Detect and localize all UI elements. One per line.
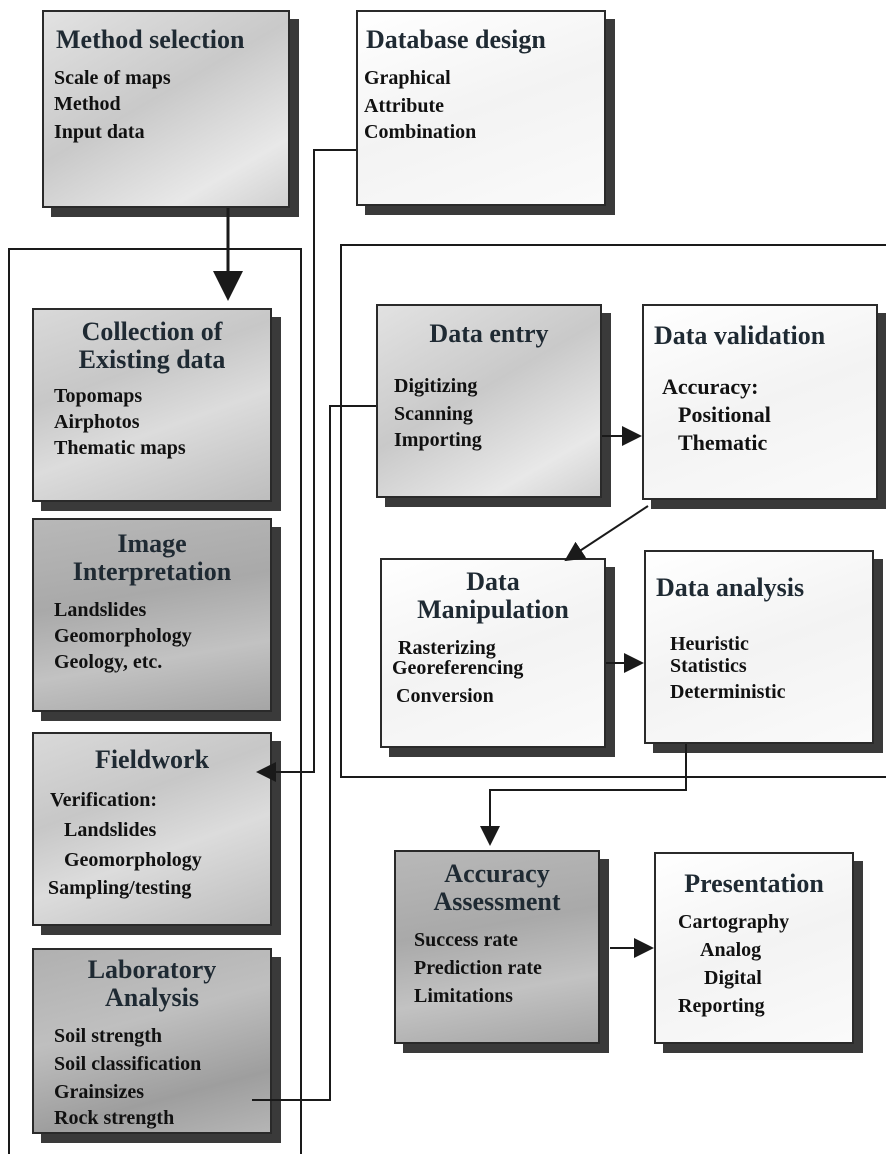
box-line: Deterministic (670, 681, 786, 703)
box-line: Limitations (414, 985, 513, 1007)
box-line: Scale of maps (54, 67, 171, 89)
box-line: Digitizing (394, 375, 478, 397)
box-title: Image (117, 529, 187, 558)
box-title: Fieldwork (94, 745, 210, 774)
box-line: Positional (678, 402, 771, 427)
box-line: Heuristic (670, 633, 749, 655)
arrow-database-to-fieldwork (256, 149, 356, 782)
box-line: Method (54, 93, 121, 115)
arrow-analysis-to-assessment (480, 744, 687, 846)
box-line: Rock strength (54, 1107, 175, 1129)
box-title: Interpretation (72, 557, 232, 586)
box-line: Thematic (678, 430, 768, 455)
image-interpretation-box: Image Interpretation Landslides Geomorph… (32, 518, 272, 712)
box-line: Conversion (396, 685, 494, 707)
method-selection-box: Method selection Scale of maps Method In… (42, 10, 290, 208)
box-title: Data (466, 567, 520, 596)
box-line: Sampling/testing (48, 877, 192, 899)
box-line: Soil classification (54, 1053, 202, 1075)
box-line: Geology, etc. (54, 651, 163, 673)
box-line: Prediction rate (414, 957, 542, 979)
box-title: Method selection (56, 25, 245, 54)
box-line: Attribute (364, 95, 444, 117)
box-line: Georeferencing (392, 657, 524, 679)
box-line: Rasterizing (398, 637, 496, 659)
database-design-box: Database design Graphical Attribute Comb… (356, 10, 606, 206)
box-title: Assessment (433, 887, 561, 916)
box-title: Collection of (81, 317, 223, 346)
box-title: Data entry (429, 319, 549, 348)
box-line: Scanning (394, 403, 473, 425)
box-title: Database design (366, 25, 546, 54)
box-line: Thematic maps (54, 437, 186, 459)
box-line: Landslides (64, 819, 157, 841)
box-line: Combination (364, 121, 477, 143)
box-title: Existing data (78, 345, 226, 374)
data-validation-box: Data validation Accuracy: Positional The… (642, 304, 878, 500)
box-title: Data validation (654, 321, 826, 350)
left-group-panel (8, 248, 302, 1154)
box-line: Graphical (364, 67, 451, 89)
box-title: Manipulation (417, 595, 569, 624)
box-line: Soil strength (54, 1025, 162, 1047)
box-line: Verification: (50, 789, 158, 811)
box-line: Cartography (678, 911, 790, 933)
box-line: Grainsizes (54, 1081, 144, 1103)
box-line: Landslides (54, 599, 147, 621)
data-manipulation-box: Data Manipulation Rasterizing Georeferen… (380, 558, 606, 748)
collection-existing-data-box: Collection of Existing data Topomaps Air… (32, 308, 272, 502)
box-line: Importing (394, 429, 482, 451)
box-line: Reporting (678, 995, 765, 1017)
arrow-laboratory-to-data-entry (252, 405, 376, 1101)
box-line: Airphotos (54, 411, 140, 433)
box-line: Input data (54, 121, 145, 143)
box-line: Analog (700, 939, 762, 961)
box-title: Data analysis (656, 573, 805, 602)
laboratory-analysis-box: Laboratory Analysis Soil strength Soil c… (32, 948, 272, 1134)
arrow-validation-to-manipulation (564, 505, 649, 562)
box-line: Geomorphology (54, 625, 192, 647)
box-line: Digital (704, 967, 762, 989)
accuracy-assessment-box: Accuracy Assessment Success rate Predict… (394, 850, 600, 1044)
box-title: Presentation (684, 869, 824, 898)
box-line: Geomorphology (64, 849, 202, 871)
box-title: Accuracy (444, 859, 550, 888)
right-group-panel (340, 244, 886, 778)
box-title: Analysis (105, 983, 199, 1012)
fieldwork-box: Fieldwork Verification: Landslides Geomo… (32, 732, 272, 926)
presentation-box: Presentation Cartography Analog Digital … (654, 852, 854, 1044)
data-entry-box: Data entry Digitizing Scanning Importing (376, 304, 602, 498)
box-line: Statistics (670, 655, 747, 677)
box-title: Laboratory (87, 955, 217, 984)
box-line: Success rate (414, 929, 518, 951)
data-analysis-box: Data analysis Heuristic Statistics Deter… (644, 550, 874, 744)
box-line: Topomaps (54, 385, 143, 407)
box-line: Accuracy: (662, 374, 759, 399)
